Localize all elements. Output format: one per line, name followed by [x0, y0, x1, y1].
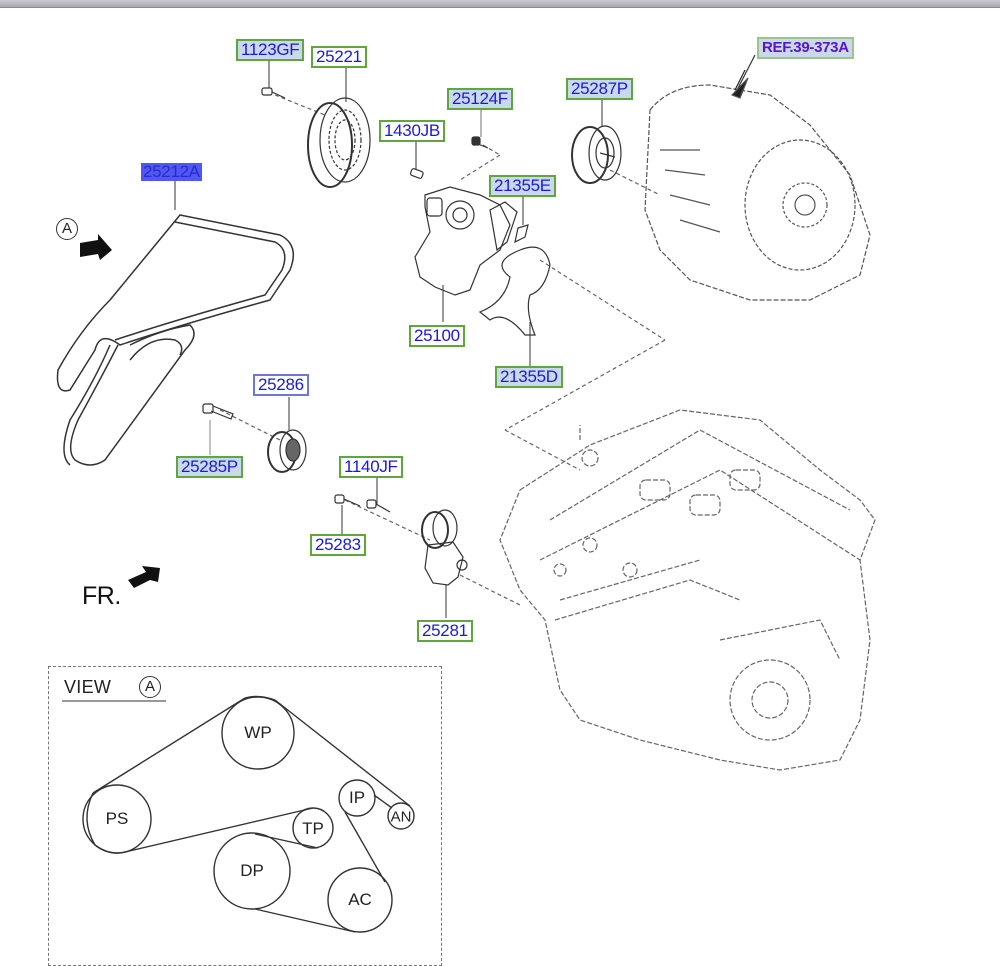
- view-a-arrow: [80, 234, 112, 260]
- dowel-1430jb: [409, 168, 424, 179]
- part-label-1140jf[interactable]: 1140JF: [339, 456, 403, 478]
- idler-pulley-25287p: [571, 125, 622, 184]
- view-a-belt-routing: [82, 695, 415, 933]
- part-label-21355e[interactable]: 21355E: [489, 175, 556, 197]
- part-label-25281[interactable]: 25281: [417, 620, 473, 642]
- tensioner-25281: [421, 509, 468, 586]
- pulley-label-ip: IP: [348, 788, 366, 807]
- pulley-label-an: AN: [390, 808, 412, 826]
- part-label-25212a[interactable]: 25212A: [141, 162, 202, 181]
- view-a-title: VIEW: [64, 677, 112, 697]
- pulley-an-circle: [387, 802, 415, 830]
- ref-label-39-373a[interactable]: REF.39-373A: [757, 37, 854, 59]
- alternator: [644, 69, 871, 301]
- part-label-1123gf[interactable]: 1123GF: [236, 39, 305, 61]
- idler-pulley-25286: [267, 429, 307, 473]
- front-arrow: [128, 566, 160, 588]
- view-a-underline: [62, 700, 166, 702]
- pulley-label-tp: TP: [302, 819, 324, 838]
- view-a-marker: A: [56, 218, 78, 240]
- view-a-title-marker: A: [139, 676, 161, 698]
- water-pump-25100: [414, 186, 518, 296]
- bolt-1140jf: [366, 499, 391, 513]
- leader-ref: [736, 54, 756, 91]
- bolt-25124f: [471, 136, 489, 149]
- part-label-21355d[interactable]: 21355D: [495, 366, 563, 388]
- pulley-label-dp: DP: [240, 861, 264, 880]
- pulley-25221: [307, 97, 371, 188]
- pulley-ip-circle: [338, 779, 376, 817]
- engine-block: [499, 409, 876, 771]
- part-label-1430jb[interactable]: 1430JB: [379, 120, 445, 142]
- bolt-25283: [334, 494, 361, 507]
- bolt-1123gf: [261, 87, 286, 99]
- pulley-label-ac: AC: [348, 890, 372, 909]
- front-direction-label: FR.: [82, 582, 121, 610]
- part-label-25100[interactable]: 25100: [409, 325, 465, 347]
- pulley-dp-circle: [213, 832, 291, 910]
- part-label-25287p[interactable]: 25287P: [566, 78, 633, 100]
- part-label-25286[interactable]: 25286: [253, 374, 309, 396]
- gasket-21355d: [478, 246, 551, 336]
- part-label-25221[interactable]: 25221: [311, 46, 367, 68]
- part-label-25283[interactable]: 25283: [310, 534, 366, 556]
- drive-belt-25212a: [56, 214, 295, 466]
- part-label-25285p[interactable]: 25285P: [176, 456, 243, 478]
- pulley-label-wp: WP: [244, 723, 272, 742]
- part-label-25124f[interactable]: 25124F: [447, 88, 513, 110]
- window-top-bar: [0, 0, 1000, 8]
- bolt-25285p: [202, 403, 234, 420]
- gasket-21355e: [514, 224, 529, 244]
- pulley-ac-circle: [327, 867, 393, 933]
- pulley-label-ps: PS: [105, 809, 129, 828]
